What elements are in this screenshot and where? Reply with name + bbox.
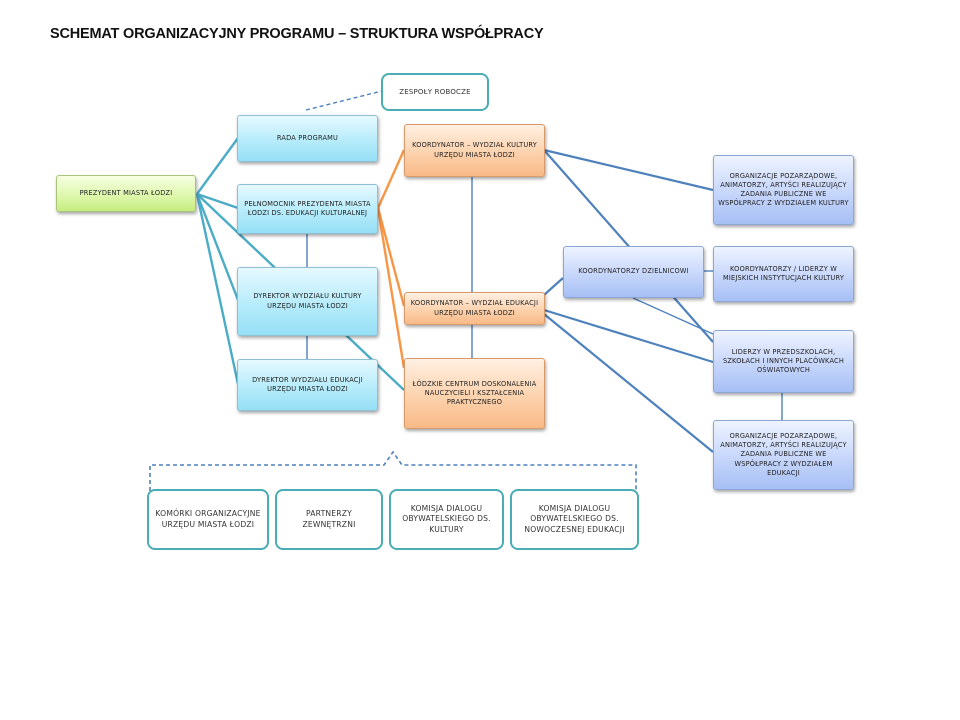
- connector-prezydent-dyrektor-kultury: [195, 193, 240, 301]
- connector-koord-edukacji-org-edukacji: [543, 313, 714, 453]
- node-komorki-organizacyjne: KOMÓRKI ORGANIZACYJNE URZĘDU MIASTA ŁODZ…: [147, 489, 269, 550]
- node-komisja-kultury: KOMISJA DIALOGU OBYWATELSKIEGO DS. KULTU…: [389, 489, 504, 550]
- node-organizacje-edukacja: ORGANIZACJE POZARZĄDOWE, ANIMATORZY, ART…: [713, 420, 854, 490]
- node-dyrektor-edukacji: DYREKTOR WYDZIAŁU EDUKACJI URZĘDU MIASTA…: [237, 359, 378, 411]
- connector-pelnomocnik-centrum: [376, 207, 406, 369]
- node-centrum-doskonalenia: ŁÓDZKIE CENTRUM DOSKONALENIA NAUCZYCIELI…: [404, 358, 545, 429]
- node-partnerzy-zewnetrzni: PARTNERZY ZEWNĘTRZNI: [275, 489, 383, 550]
- connector-koord-edukacji-dzielnicowi: [543, 277, 564, 296]
- connector-prezydent-pelnomocnik: [196, 192, 239, 210]
- connector-dzielnicowi-liderzy-szkol: [632, 297, 714, 335]
- connector-prezydent-dyrektor-edukacji: [195, 193, 240, 385]
- node-organizacje-kultura: ORGANIZACJE POZARZĄDOWE, ANIMATORZY, ART…: [713, 155, 854, 225]
- node-zespoly-robocze: ZESPOŁY ROBOCZE: [381, 73, 489, 111]
- node-komisja-edukacji: KOMISJA DIALOGU OBYWATELSKIEGO DS. NOWOC…: [510, 489, 639, 550]
- node-prezydent: PREZYDENT MIASTA ŁODZI: [56, 175, 196, 212]
- node-rada-programu: RADA PROGRAMU: [237, 115, 378, 162]
- node-dyrektor-kultury: DYREKTOR WYDZIAŁU KULTURY URZĘDU MIASTA …: [237, 267, 378, 336]
- node-liderzy-szkol: LIDERZY W PRZEDSZKOLACH, SZKOŁACH I INNY…: [713, 330, 854, 393]
- connector-koord-edukacji-liderzy-szkol: [543, 308, 714, 364]
- node-pelnomocnik: PEŁNOMOCNIK PREZYDENTA MIASTA ŁODZI DS. …: [237, 184, 378, 234]
- connector-pelnomocnik-koord-kultury: [376, 149, 406, 209]
- diagram-title: SCHEMAT ORGANIZACYJNY PROGRAMU – STRUKTU…: [50, 26, 544, 42]
- group-bracket: [149, 450, 637, 491]
- connector-pelnomocnik-koord-edukacji: [376, 207, 406, 307]
- connector-prezydent-rada: [196, 137, 239, 195]
- node-koordynator-edukacji: KOORDYNATOR – WYDZIAŁ EDUKACJI URZĘDU MI…: [404, 292, 545, 325]
- node-liderzy-instytucji: KOORDYNATORZY / LIDERZY W MIEJSKICH INST…: [713, 246, 854, 302]
- connector-koord-kultury-org-kultury: [543, 148, 714, 192]
- node-koordynator-kultury: KOORDYNATOR – WYDZIAŁ KULTURY URZĘDU MIA…: [404, 124, 545, 177]
- node-koordynatorzy-dzielnicowi: KOORDYNATORZY DZIELNICOWI: [563, 246, 704, 298]
- connector-rada-zespoly: [305, 90, 383, 111]
